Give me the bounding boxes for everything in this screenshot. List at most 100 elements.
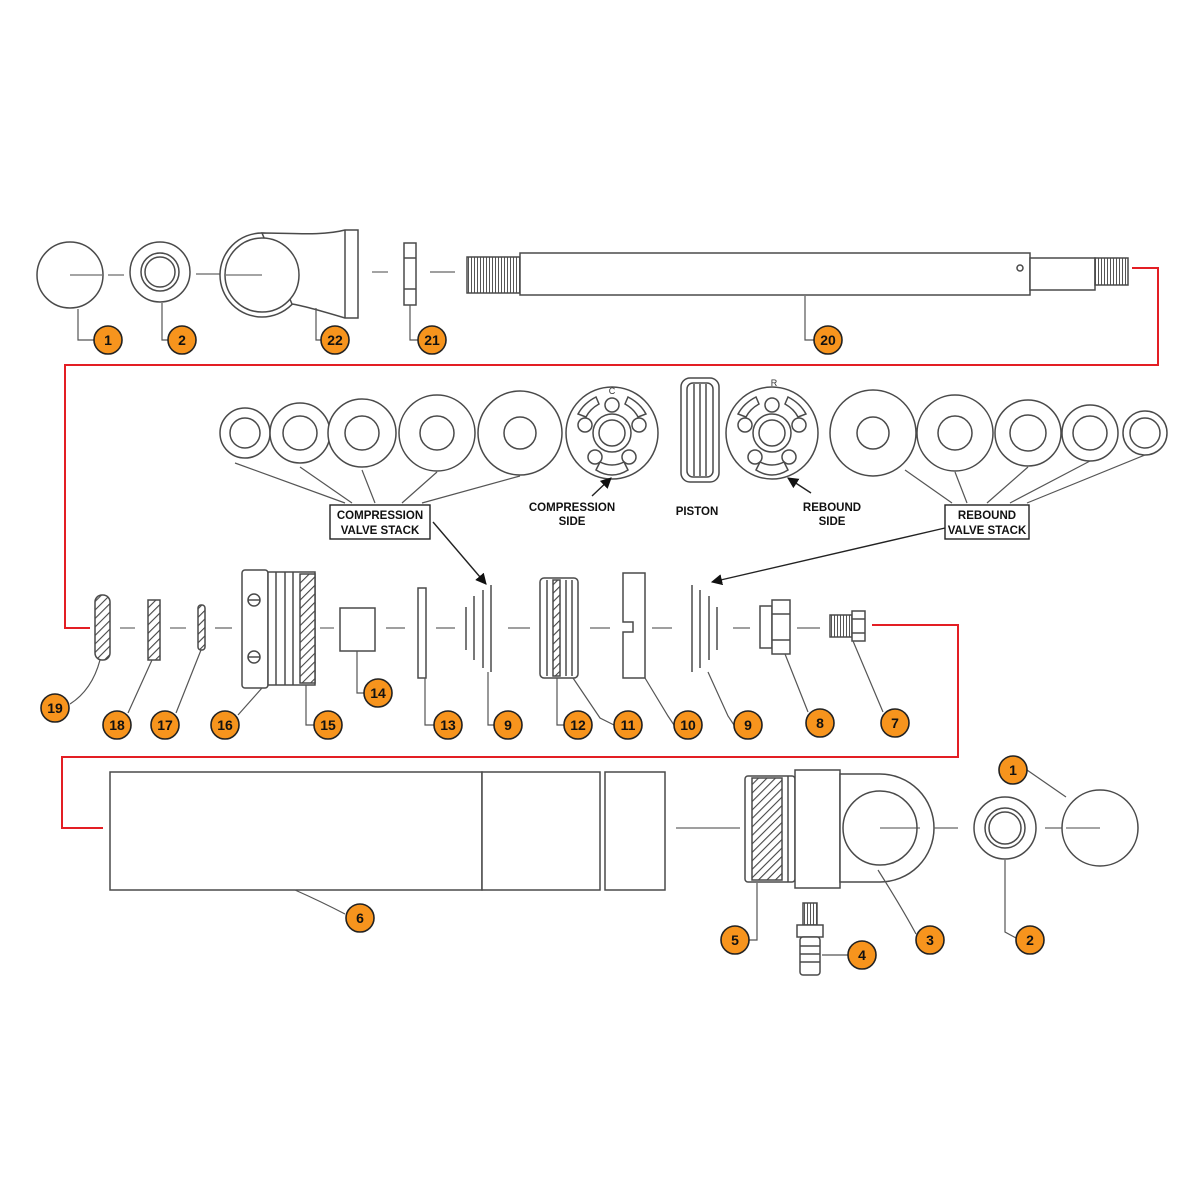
compression-valve-stack-label: COMPRESSION VALVE STACK bbox=[329, 504, 431, 540]
svg-text:REBOUND: REBOUND bbox=[803, 502, 861, 514]
arrow-compression-stack bbox=[432, 521, 487, 585]
part-21-jam-nut bbox=[403, 242, 417, 306]
callout-3: 3 bbox=[915, 925, 945, 955]
leader-12 bbox=[556, 678, 564, 726]
part-19-bumper bbox=[94, 594, 111, 661]
piston-rebound-face bbox=[725, 386, 819, 480]
compression-shim-stack bbox=[219, 390, 563, 476]
callout-label: 6 bbox=[356, 910, 364, 926]
callout-11: 11 bbox=[613, 710, 643, 740]
svg-text:VALVE STACK: VALVE STACK bbox=[948, 525, 1027, 537]
leader-18 bbox=[127, 659, 153, 714]
callout-label: 20 bbox=[820, 332, 836, 348]
callout-label: 2 bbox=[1026, 932, 1034, 948]
compression-side-label: COMPRESSION SIDE bbox=[529, 502, 615, 528]
piston-mark-c: C bbox=[609, 386, 616, 396]
arrow-compression-side bbox=[591, 477, 612, 497]
leader-11 bbox=[572, 677, 615, 726]
callout-label: 5 bbox=[731, 932, 739, 948]
callout-label: 15 bbox=[320, 717, 336, 733]
callout-label: 2 bbox=[178, 332, 186, 348]
callout-label: 11 bbox=[621, 717, 636, 733]
part-22-shaft-eyelet bbox=[219, 229, 359, 319]
leader-16 bbox=[237, 687, 263, 716]
part-15-seal-head-rings bbox=[267, 571, 316, 686]
part-3-body-cap-eyelet bbox=[794, 769, 935, 889]
callout-label: 18 bbox=[109, 717, 125, 733]
leader-2-lower bbox=[1004, 860, 1017, 939]
part-17-o-ring bbox=[197, 604, 206, 651]
leader-1-lower bbox=[1026, 769, 1067, 798]
compression-stack-fan-lines bbox=[234, 462, 521, 504]
callout-13: 13 bbox=[433, 710, 463, 740]
leader-17 bbox=[175, 649, 202, 714]
callout-21: 21 bbox=[417, 325, 447, 355]
callout-12: 12 bbox=[563, 710, 593, 740]
part-8-piston-nut bbox=[759, 599, 791, 655]
row-4-body-assembly: 6 5 4 3 2 1 bbox=[109, 755, 1139, 976]
connector-row1-row3 bbox=[64, 267, 1159, 629]
part-13-washer bbox=[417, 587, 427, 679]
callout-label: 9 bbox=[504, 717, 512, 733]
svg-text:REBOUND: REBOUND bbox=[958, 510, 1016, 522]
part-1-eyelet-bushing bbox=[36, 241, 104, 309]
connector-row3-row4 bbox=[61, 624, 959, 829]
callout-2-lower: 2 bbox=[1015, 925, 1045, 955]
callout-label: 1 bbox=[1009, 762, 1017, 778]
part-10-bleed-washer bbox=[622, 572, 646, 679]
rebound-side-label: REBOUND SIDE bbox=[803, 502, 861, 528]
piston-compression-face bbox=[565, 386, 659, 480]
callout-18: 18 bbox=[102, 710, 132, 740]
leader-8 bbox=[784, 653, 809, 713]
leader-22 bbox=[315, 308, 321, 341]
leader-9a bbox=[487, 672, 494, 726]
callout-label: 8 bbox=[816, 715, 824, 731]
callout-label: 9 bbox=[744, 717, 752, 733]
callout-1-lower: 1 bbox=[998, 755, 1028, 785]
piston-label: PISTON bbox=[676, 506, 719, 518]
leader-1 bbox=[77, 309, 94, 341]
part-14-cap bbox=[339, 607, 376, 652]
part-16-seal-head bbox=[241, 569, 269, 689]
leader-14 bbox=[356, 651, 364, 694]
callout-14: 14 bbox=[363, 678, 393, 708]
callout-16: 16 bbox=[210, 710, 240, 740]
piston-mark-r: R bbox=[771, 378, 778, 388]
part-9-compression-shims bbox=[465, 585, 492, 672]
callout-label: 13 bbox=[440, 717, 456, 733]
svg-text:SIDE: SIDE bbox=[819, 516, 846, 528]
callout-22: 22 bbox=[320, 325, 350, 355]
callout-label: 12 bbox=[570, 717, 586, 733]
callout-9-compression: 9 bbox=[493, 710, 523, 740]
svg-text:COMPRESSION: COMPRESSION bbox=[529, 502, 615, 514]
leader-2 bbox=[161, 303, 168, 341]
leader-15 bbox=[305, 685, 314, 726]
leader-19 bbox=[69, 659, 101, 705]
rebound-stack-fan-lines bbox=[904, 454, 1146, 504]
part-5-body-cap-thread bbox=[744, 775, 796, 883]
part-7-bolt bbox=[829, 610, 866, 642]
callout-label: 3 bbox=[926, 932, 934, 948]
leader-5 bbox=[749, 883, 758, 941]
callout-4: 4 bbox=[847, 940, 877, 970]
leader-7 bbox=[852, 640, 884, 713]
callout-19: 19 bbox=[40, 693, 70, 723]
leader-21 bbox=[409, 305, 418, 341]
part-9-rebound-shims bbox=[691, 585, 718, 672]
part-20-shaft bbox=[466, 252, 1129, 296]
callout-1: 1 bbox=[93, 325, 123, 355]
row-2-valving: C R bbox=[219, 377, 1168, 586]
callout-9-rebound: 9 bbox=[733, 710, 763, 740]
svg-text:SIDE: SIDE bbox=[559, 516, 586, 528]
part-12-11-piston-and-band bbox=[539, 577, 579, 679]
part-2-spherical-bearing-lower bbox=[973, 796, 1037, 860]
rebound-valve-stack-label: REBOUND VALVE STACK bbox=[944, 504, 1030, 540]
callout-8: 8 bbox=[805, 708, 835, 738]
callout-7: 7 bbox=[880, 708, 910, 738]
callout-label: 4 bbox=[858, 947, 866, 963]
part-1-eyelet-bushing-lower bbox=[1061, 789, 1139, 867]
callout-label: 17 bbox=[157, 717, 173, 733]
callout-6: 6 bbox=[345, 903, 375, 933]
callout-label: 1 bbox=[104, 332, 112, 348]
